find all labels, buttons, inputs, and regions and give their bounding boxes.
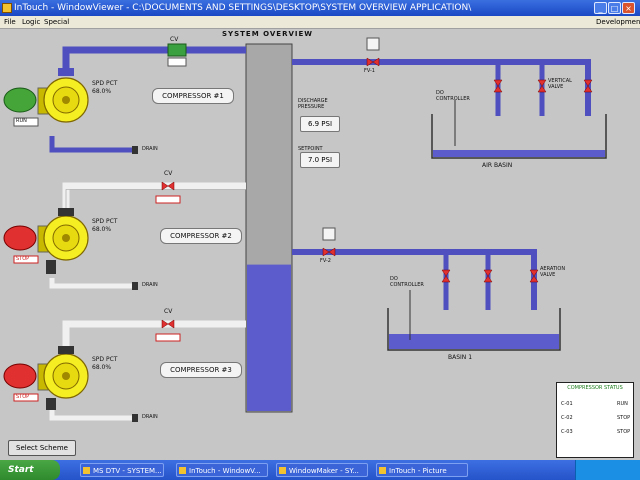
discharge-pressure-value: 6.9 PSI xyxy=(300,116,340,132)
compressor-3-valve-tag xyxy=(155,333,181,342)
air-basin-name: AIR BASIN xyxy=(482,162,513,169)
basin-1-feed-indicator xyxy=(322,227,336,241)
basin-1-name: BASIN 1 xyxy=(448,354,473,361)
system-overview-title: SYSTEM OVERVIEW xyxy=(222,30,313,38)
basin-1-drop-valve-1[interactable] xyxy=(441,269,451,283)
compressor-2-name[interactable]: COMPRESSOR #2 xyxy=(160,228,242,244)
compressor-1-valve[interactable] xyxy=(167,43,187,57)
compressor-3-drain-pipe xyxy=(49,406,134,421)
compressor-3-drain-valve[interactable] xyxy=(132,414,138,422)
legend-row-3-left: C-03 xyxy=(561,429,573,435)
compressor-2-valve-tag xyxy=(155,195,181,204)
compressor-3-speed: SPD PCT 68.0% xyxy=(92,356,118,371)
vessel-level-fill xyxy=(247,264,291,411)
compressor-1-drain-valve[interactable] xyxy=(132,146,138,154)
compressor-2-drain-label: DRAIN xyxy=(142,282,158,288)
compressor-2-state: STOP xyxy=(16,256,30,262)
process-canvas: SYSTEM OVERVIEW CV CV CV SPD PCT 68.0% S… xyxy=(0,28,640,460)
compressor-1-valve-label: CV xyxy=(170,36,179,43)
task-icon xyxy=(179,467,186,474)
taskbar-item-1[interactable]: MS DTV - SYSTEM... xyxy=(80,463,164,477)
taskbar-item-4[interactable]: InTouch - Picture xyxy=(376,463,468,477)
basin-1-drop-valve-2[interactable] xyxy=(483,269,493,283)
compressor-1-name[interactable]: COMPRESSOR #1 xyxy=(152,88,234,104)
task-icon xyxy=(279,467,286,474)
taskbar: Start MS DTV - SYSTEM... InTouch - Windo… xyxy=(0,460,640,480)
legend-row-2-left: C-02 xyxy=(561,415,573,421)
setpoint-label: SETPOINT xyxy=(298,146,323,152)
select-scheme-button[interactable]: Select Scheme xyxy=(8,440,76,456)
compressor-status-legend: COMPRESSOR STATUS C-01 RUN C-02 STOP C-0… xyxy=(556,382,634,458)
menu-file[interactable]: File xyxy=(4,18,16,26)
compressor-2-drain-valve[interactable] xyxy=(132,282,138,290)
legend-row-2-right: STOP xyxy=(617,415,631,421)
legend-row-3-right: STOP xyxy=(617,429,631,435)
compressor-2-speed: SPD PCT 68.0% xyxy=(92,218,118,233)
system-tray xyxy=(575,460,640,480)
compressor-3-drain-label: DRAIN xyxy=(142,414,158,420)
air-basin-drop-valve-2[interactable] xyxy=(537,79,547,93)
compressor-1-discharge-pipe xyxy=(62,46,246,73)
maximize-button[interactable]: □ xyxy=(608,2,621,14)
basin-1-valve-label: AERATION VALVE xyxy=(540,266,566,278)
start-button[interactable]: Start xyxy=(0,460,60,480)
menu-development[interactable]: Development xyxy=(596,18,640,26)
menu-logic[interactable]: Logic xyxy=(22,18,41,26)
air-basin-tank xyxy=(431,114,607,159)
app-icon xyxy=(2,3,12,13)
compressor-2-unit[interactable] xyxy=(3,208,89,274)
air-basin-controller-label: DO CONTROLLER xyxy=(436,90,470,102)
compressor-1-state: RUN xyxy=(16,118,27,124)
compressor-3-valve-label: CV xyxy=(164,308,173,315)
air-basin-water xyxy=(433,150,605,157)
legend-title: COMPRESSOR STATUS xyxy=(567,385,623,391)
compressor-2-valve-label: CV xyxy=(164,170,173,177)
air-basin-valve-label: VERTICAL VALVE xyxy=(548,78,572,90)
minimize-button[interactable]: _ xyxy=(594,2,607,14)
taskbar-item-2[interactable]: InTouch - WindowV... xyxy=(176,463,268,477)
basin-1-feed-pipe xyxy=(292,249,537,310)
air-basin-feed-pipe xyxy=(292,59,591,116)
compressor-2-drain-pipe xyxy=(49,278,134,289)
compressor-3-discharge-pipe xyxy=(62,320,246,350)
compressor-1-drain-pipe xyxy=(49,136,134,153)
menu-special[interactable]: Special xyxy=(44,18,70,26)
compressor-1-drain-label: DRAIN xyxy=(142,146,158,152)
legend-row-1-left: C-01 xyxy=(561,401,573,407)
setpoint-value[interactable]: 7.0 PSI xyxy=(300,152,340,168)
compressor-3-name[interactable]: COMPRESSOR #3 xyxy=(160,362,242,378)
compressor-3-state: STOP xyxy=(16,394,30,400)
basin-1-controller-label: DO CONTROLLER xyxy=(390,276,424,288)
basin-1-tank xyxy=(387,308,561,351)
window-title: InTouch - WindowViewer - C:\DOCUMENTS AN… xyxy=(14,3,472,13)
process-diagram xyxy=(3,37,613,436)
compressor-3-unit[interactable] xyxy=(3,346,89,410)
legend-row-1-right: RUN xyxy=(617,401,628,407)
close-button[interactable]: × xyxy=(622,2,635,14)
menu-bar: File Logic Special Development xyxy=(0,16,640,29)
compressor-1-unit[interactable] xyxy=(3,68,89,127)
air-basin-drop-valve-1[interactable] xyxy=(493,79,503,93)
title-bar: InTouch - WindowViewer - C:\DOCUMENTS AN… xyxy=(0,0,640,16)
compressor-1-speed: SPD PCT 68.0% xyxy=(92,80,118,95)
taskbar-item-3[interactable]: WindowMaker - SY... xyxy=(276,463,368,477)
air-basin-feed-indicator xyxy=(366,37,380,51)
discharge-pressure-label: DISCHARGE PRESSURE xyxy=(298,98,328,110)
basin-1-water xyxy=(389,334,559,349)
compressor-1-valve-tag xyxy=(167,57,187,67)
air-basin-inlet-label: FV-1 xyxy=(364,68,375,74)
basin-1-inlet-label: FV-2 xyxy=(320,258,331,264)
task-icon xyxy=(83,467,90,474)
task-icon xyxy=(379,467,386,474)
